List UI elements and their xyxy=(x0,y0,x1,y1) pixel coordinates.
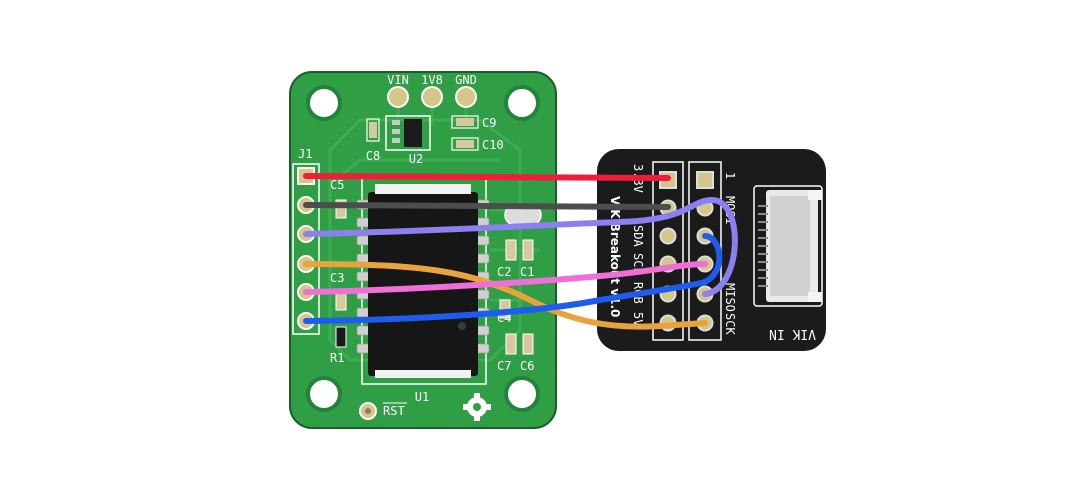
wire-purple xyxy=(303,196,738,297)
u2-regulator: U2 xyxy=(385,115,431,166)
c9-capacitor: C9 xyxy=(451,115,496,130)
c6-label: C6 xyxy=(520,359,534,373)
rst-pad: RST xyxy=(359,402,407,420)
wire-blue xyxy=(303,233,723,324)
wire-orange xyxy=(303,261,708,330)
rst-label: RST xyxy=(383,404,405,418)
1v8-label: 1V8 xyxy=(421,73,443,87)
u1-pin1-dot xyxy=(458,322,466,330)
pin-label-miso: MISO xyxy=(723,283,737,312)
wires xyxy=(303,173,738,330)
u1-label: U1 xyxy=(415,390,429,404)
mounting-hole xyxy=(504,376,540,412)
u1-chip xyxy=(368,192,478,376)
c8-label: C8 xyxy=(366,149,380,163)
c1-label: C1 xyxy=(520,265,534,279)
c8-capacitor: C8 xyxy=(366,118,380,163)
pin-label-5v: 5V xyxy=(631,312,645,326)
left-header-outline xyxy=(652,161,684,341)
power-header: VIN 1V8 GND xyxy=(387,73,477,108)
u2-label: U2 xyxy=(409,152,423,166)
wire-pink xyxy=(303,261,708,295)
mounting-hole xyxy=(306,85,342,121)
j1-label: J1 xyxy=(298,147,312,161)
vik-in-label: VIK IN xyxy=(769,326,816,341)
mounting-hole xyxy=(504,85,540,121)
vik-connector xyxy=(753,185,823,307)
c10-label: C10 xyxy=(482,138,504,152)
gnd-label: GND xyxy=(455,73,477,87)
wire-gray xyxy=(303,202,671,210)
mounting-holes xyxy=(306,85,540,412)
vin-label: VIN xyxy=(387,73,409,87)
passives xyxy=(335,199,534,355)
c9-label: C9 xyxy=(482,116,496,130)
pin-label-sck: SCK xyxy=(723,313,737,335)
c10-capacitor: C10 xyxy=(451,137,504,152)
main-board: VIN 1V8 GND U2 C8 C9 C10 xyxy=(289,71,557,429)
breakout-title: ViK Breakout v1.0 xyxy=(608,196,622,317)
oshw-gear-icon xyxy=(463,393,491,421)
wire-red xyxy=(303,173,671,181)
c2-label: C2 xyxy=(497,265,511,279)
u1-chip-top-stripe xyxy=(375,184,471,194)
c5-label: C5 xyxy=(330,178,344,192)
left-pin-labels: 3.3V SDA SCL RGB 5V xyxy=(631,164,645,326)
u1-legs xyxy=(356,199,490,354)
mounting-hole xyxy=(306,376,342,412)
vin-pad xyxy=(387,86,409,108)
r1-label: R1 xyxy=(330,351,344,365)
u1-chip-bottom-stripe xyxy=(375,370,471,378)
gnd-pad xyxy=(455,86,477,108)
c3-label: C3 xyxy=(330,271,344,285)
pin-label-1: 1 xyxy=(723,172,737,179)
1v8-pad xyxy=(421,86,443,108)
c7-label: C7 xyxy=(497,359,511,373)
pin-label-sda: SDA xyxy=(631,225,645,247)
